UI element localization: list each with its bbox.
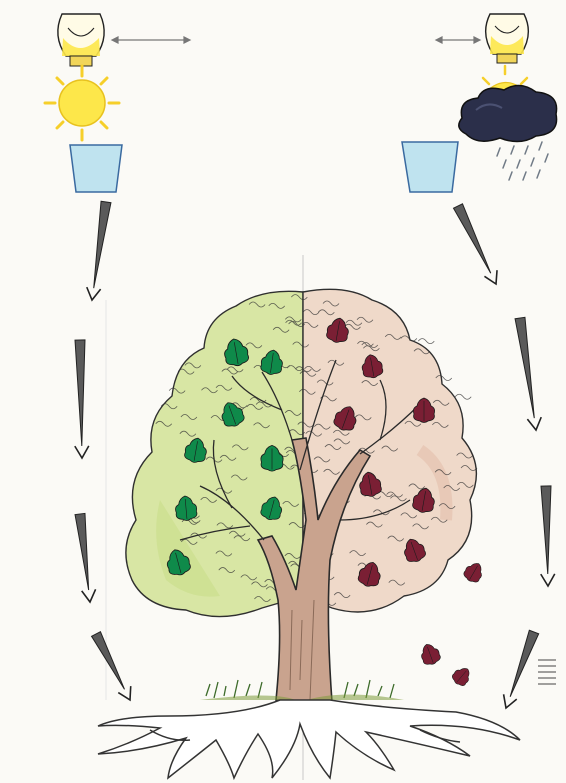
- left-light-bulb-icon: [58, 14, 104, 66]
- left-double-arrow: [112, 37, 190, 43]
- left-arrow-3: [75, 513, 96, 602]
- tree-roots: [98, 700, 520, 778]
- right-arrow-1: [454, 204, 498, 284]
- right-double-arrow: [436, 37, 480, 43]
- sun-icon: [45, 66, 119, 140]
- pencil-marks: [538, 660, 556, 684]
- rain-cloud-icon: [459, 66, 557, 180]
- right-arrow-4: [504, 630, 539, 708]
- left-arrow-4: [92, 632, 131, 700]
- left-water-cup-icon: [70, 145, 122, 192]
- right-light-bulb-icon: [486, 14, 529, 63]
- foliage-scribble: [418, 339, 434, 344]
- left-arrow-1: [87, 201, 111, 300]
- left-arrow-column: [75, 201, 131, 700]
- right-arrow-2: [515, 317, 541, 430]
- falling-leaf-2: [418, 641, 442, 667]
- right-water-cup-icon: [402, 142, 458, 192]
- falling-leaf-3: [450, 664, 474, 688]
- right-arrow-3: [541, 486, 555, 586]
- falling-leaf-1: [462, 559, 486, 584]
- foliage-scribble: [455, 394, 471, 399]
- left-arrow-2: [75, 340, 89, 458]
